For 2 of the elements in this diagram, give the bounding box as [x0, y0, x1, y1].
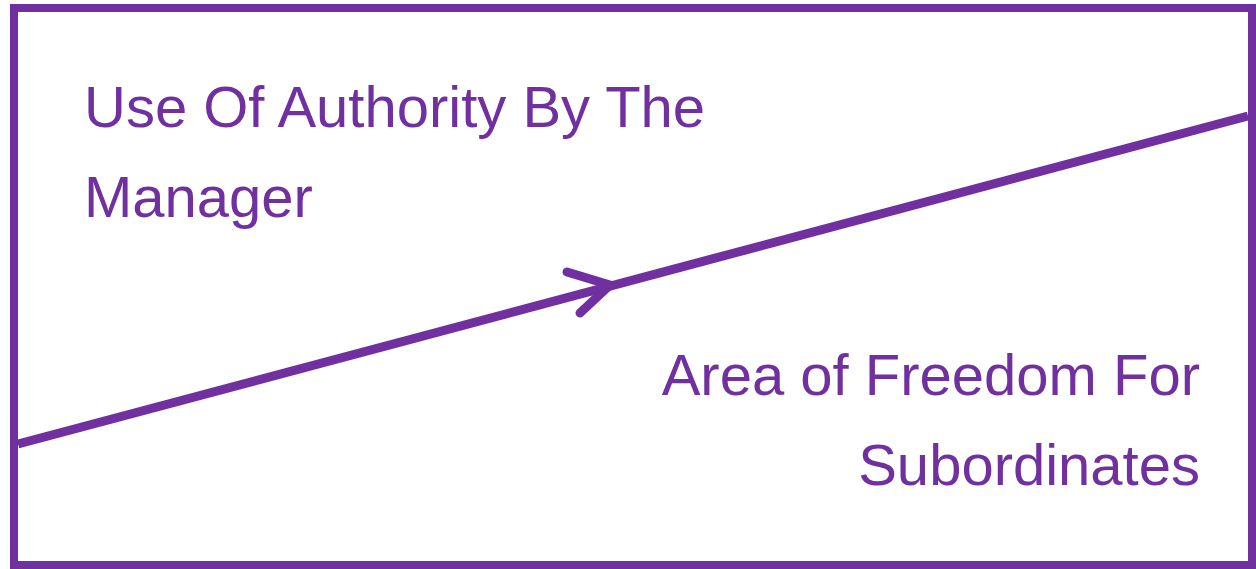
region-label: Area of Freedom For Subordinates	[660, 341, 1200, 499]
region-label: Use Of Authority By The Manager	[84, 73, 707, 231]
